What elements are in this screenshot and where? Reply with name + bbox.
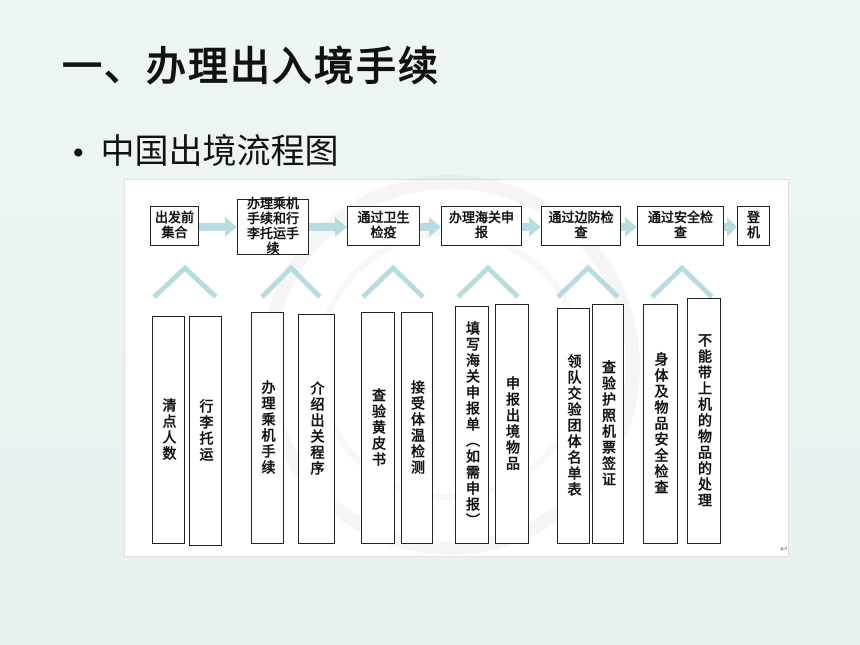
bullet-text: 中国出境流程图 [100, 132, 339, 172]
chevron-1 [152, 264, 218, 299]
flowchart-panel: 出发前集合 办理乘机手续和行李托运手续 通过卫生检疫 办理海关申报 通过边防检查… [125, 175, 788, 556]
detail-box-2a: 办理乘机手续 [251, 312, 284, 544]
detail-box-4b: 申报出境物品 [495, 304, 529, 544]
chevron-5 [556, 264, 620, 299]
step-box-6: 通过安全检查 [637, 206, 724, 246]
step-box-5: 通过边防检查 [541, 206, 621, 246]
detail-box-3b: 接受体温检测 [401, 312, 433, 544]
detail-box-6b: 不能带上机的物品的处理 [687, 298, 721, 544]
bullet-dot-icon: • [70, 137, 87, 170]
step-box-1: 出发前集合 [150, 206, 199, 246]
detail-box-2b: 介绍出关程序 [298, 314, 335, 544]
detail-box-1b: 行李托运 [189, 316, 222, 546]
chevron-2 [260, 264, 322, 299]
detail-box-1a: 清点人数 [152, 316, 185, 544]
step-arrow-4 [522, 217, 541, 237]
step-arrow-1 [198, 217, 237, 237]
step-box-2: 办理乘机手续和行李托运手续 [237, 197, 309, 257]
chevron-4 [456, 264, 520, 299]
chevron-3 [361, 264, 425, 299]
page-title: 一、办理出入境手续 [62, 44, 440, 90]
chevron-6 [650, 264, 714, 299]
detail-box-3a: 查验黄皮书 [361, 312, 395, 544]
detail-box-6a: 身体及物品安全检查 [643, 304, 678, 544]
step-arrow-6 [724, 217, 737, 237]
bullet-item: • 中国出境流程图 [70, 124, 339, 173]
detail-box-5b: 查验护照机票签证 [592, 304, 624, 544]
detail-box-5a: 领队交验团体名单表 [557, 308, 590, 544]
step-box-3: 通过卫生检疫 [347, 206, 420, 246]
return-mark: ↵ [780, 544, 789, 555]
step-box-4: 办理海关申报 [441, 206, 522, 246]
step-arrow-5 [621, 217, 637, 237]
flow-arrows [152, 217, 737, 299]
detail-box-4a: 填写海关申报单（如需申报） [455, 306, 489, 544]
step-arrow-2 [309, 217, 347, 237]
step-arrow-3 [419, 217, 441, 237]
step-box-7: 登机 [737, 206, 770, 246]
